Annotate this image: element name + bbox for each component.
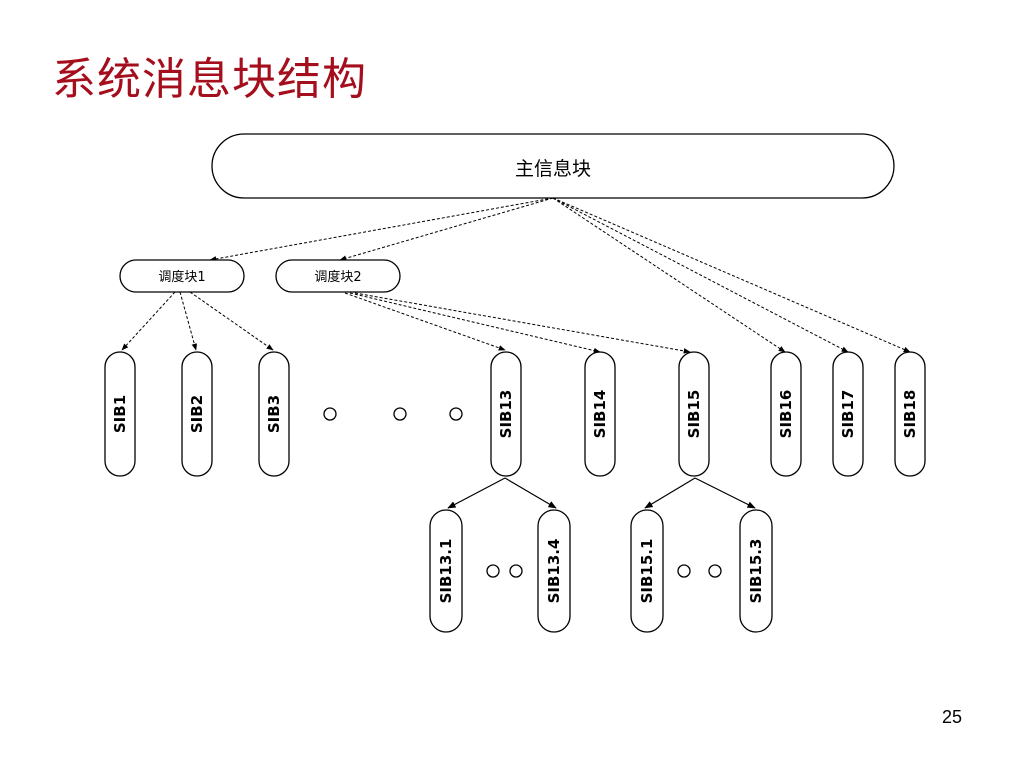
sib-3-label: SIB3 (265, 395, 283, 433)
sib-13: SIB13 (490, 351, 522, 477)
scheduling-block-1-label: 调度块1 (158, 269, 205, 285)
sib-17-label: SIB17 (839, 390, 857, 439)
ellipsis-sib13-subs (486, 564, 523, 578)
sib-16-label: SIB16 (777, 390, 795, 439)
sib-1: SIB1 (104, 351, 136, 477)
sib-13-1: SIB13.1 (429, 509, 463, 633)
sib-13-1-label: SIB13.1 (437, 539, 455, 604)
master-info-block-label: 主信息块 (515, 158, 591, 180)
sib-15-1-label: SIB15.1 (638, 539, 656, 604)
sib-15: SIB15 (678, 351, 710, 477)
sib-17: SIB17 (832, 351, 864, 477)
sib-3: SIB3 (258, 351, 290, 477)
ellipsis-sib15-subs (677, 564, 722, 578)
page-number: 25 (941, 707, 962, 727)
sib-18-label: SIB18 (901, 390, 919, 439)
sib-13-label: SIB13 (497, 390, 515, 439)
sib-15-3-label: SIB15.3 (747, 539, 765, 604)
scheduling-block-2: 调度块2 (275, 259, 401, 293)
slide-title: 系统消息块结构 (52, 54, 367, 105)
sib-15-1: SIB15.1 (630, 509, 664, 633)
scheduling-block-2-label: 调度块2 (314, 269, 361, 285)
scheduler2-connectors (344, 292, 691, 354)
sib-14-label: SIB14 (591, 390, 609, 439)
scheduler1-connectors (121, 291, 274, 351)
sib-14: SIB14 (584, 351, 616, 477)
sib-18: SIB18 (894, 351, 926, 477)
sib-15-3: SIB15.3 (739, 509, 773, 633)
sub-sib-connectors (447, 477, 756, 509)
sib-13-4-label: SIB13.4 (545, 539, 563, 604)
sib-1-label: SIB1 (111, 395, 129, 433)
scheduling-block-1: 调度块1 (119, 259, 245, 293)
sib-16: SIB16 (770, 351, 802, 477)
sib-15-label: SIB15 (685, 390, 703, 439)
sib-2-label: SIB2 (188, 395, 206, 433)
master-connectors (209, 197, 911, 353)
sib-2: SIB2 (181, 351, 213, 477)
master-info-block: 主信息块 (211, 133, 895, 199)
sib-13-4: SIB13.4 (537, 509, 571, 633)
ellipsis-sib-level (323, 407, 463, 421)
